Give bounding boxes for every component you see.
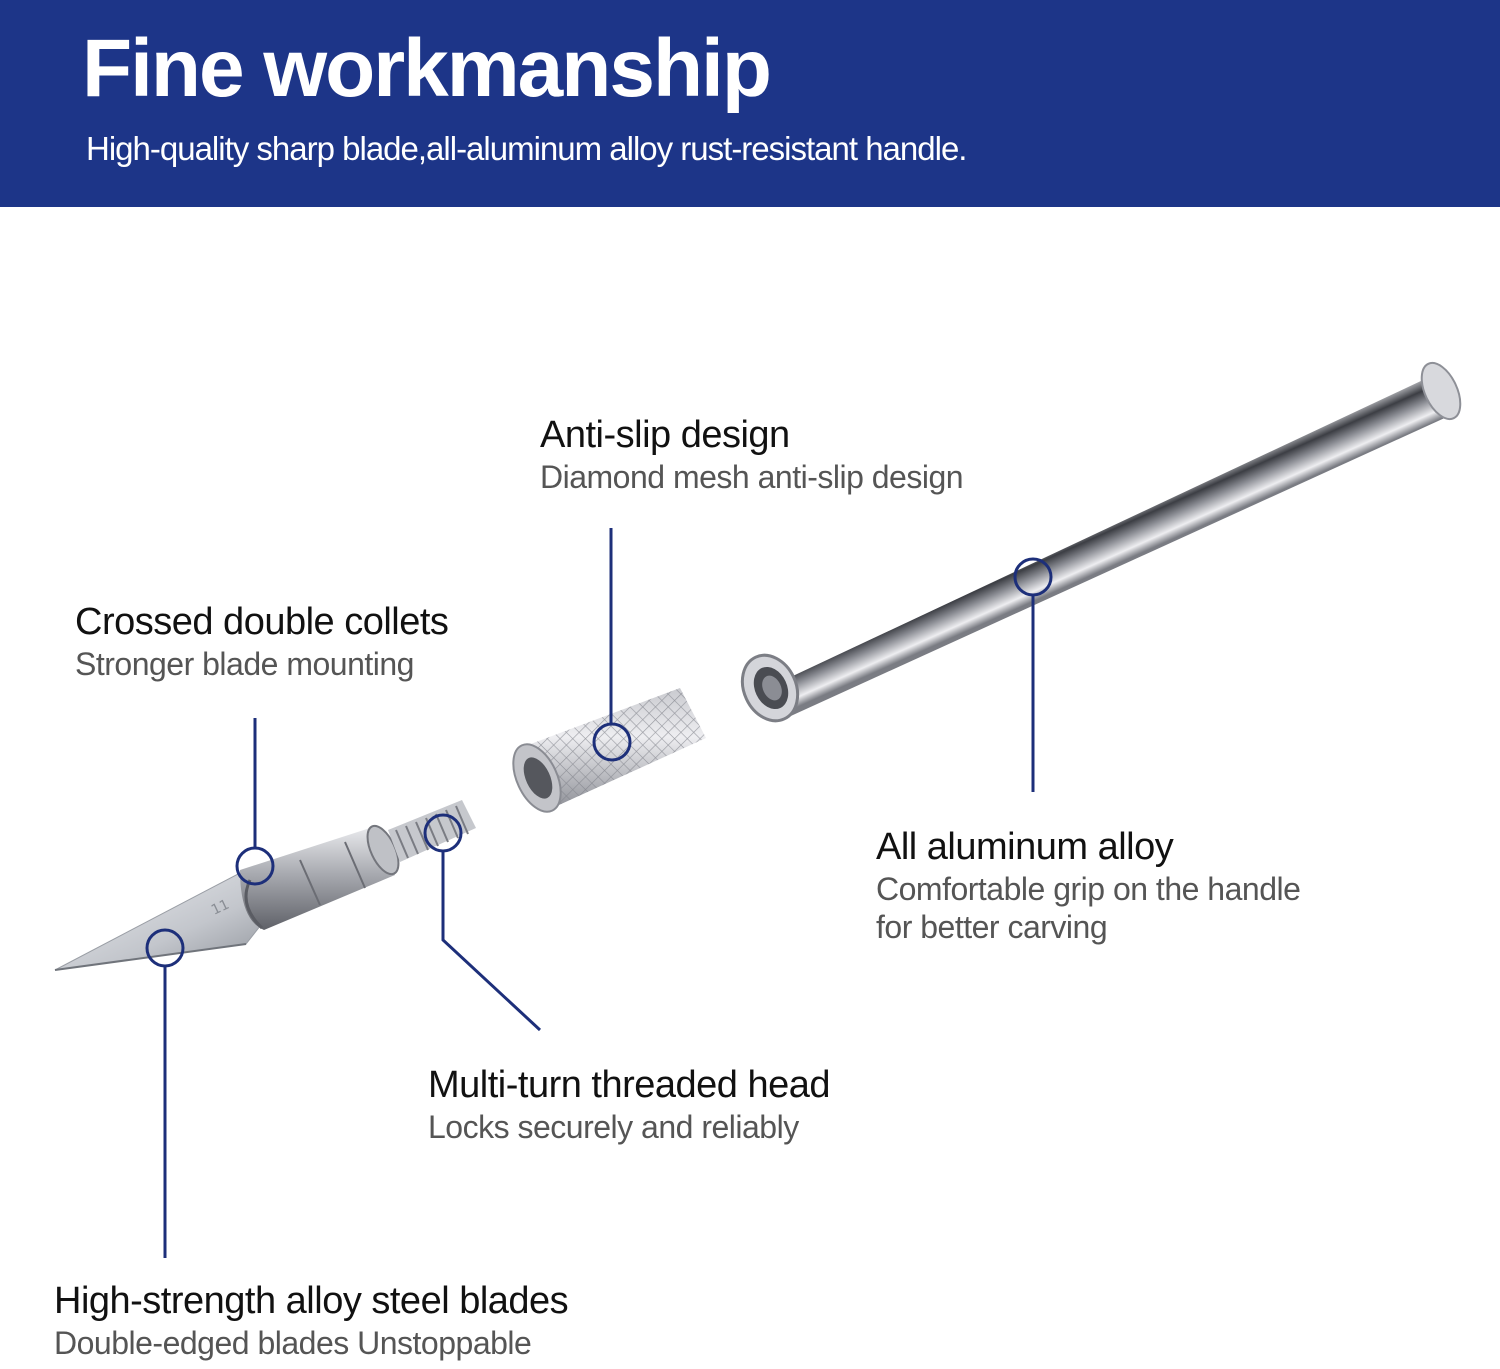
aluminum-title: All aluminum alloy [876, 826, 1174, 868]
callout-leaders [145, 528, 1053, 1258]
callout-threaded: Multi-turn threaded head Locks securely … [428, 1062, 831, 1146]
callout-aluminum: All aluminum alloy Comfortable grip on t… [876, 824, 1301, 946]
blades-desc: Double-edged blades Unstoppable [54, 1325, 532, 1361]
aluminum-desc-line1: Comfortable grip on the handle [876, 871, 1301, 907]
collets-title: Crossed double collets [75, 601, 449, 643]
threaded-head [388, 800, 476, 862]
threaded-desc: Locks securely and reliably [428, 1109, 799, 1145]
knurled-sleeve [512, 688, 706, 813]
callout-blades: High-strength alloy steel blades Double-… [54, 1278, 569, 1362]
aluminum-desc-line2: for better carving [876, 909, 1108, 945]
callout-collets: Crossed double collets Stronger blade mo… [75, 599, 449, 683]
page-title: Fine workmanship [82, 23, 772, 114]
collet-chuck [240, 824, 400, 930]
svg-text:11: 11 [209, 897, 232, 919]
anti-slip-title: Anti-slip design [540, 414, 790, 456]
page-subtitle: High-quality sharp blade,all-aluminum al… [86, 130, 967, 167]
header-banner: Fine workmanship High-quality sharp blad… [0, 0, 1500, 207]
threaded-title: Multi-turn threaded head [428, 1064, 831, 1106]
blades-title: High-strength alloy steel blades [54, 1280, 569, 1322]
blade: 11 [54, 873, 269, 971]
aluminum-handle [740, 361, 1462, 723]
callout-anti-slip: Anti-slip design Diamond mesh anti-slip … [540, 412, 964, 496]
anti-slip-desc: Diamond mesh anti-slip design [540, 459, 964, 495]
collets-desc: Stronger blade mounting [75, 646, 414, 682]
